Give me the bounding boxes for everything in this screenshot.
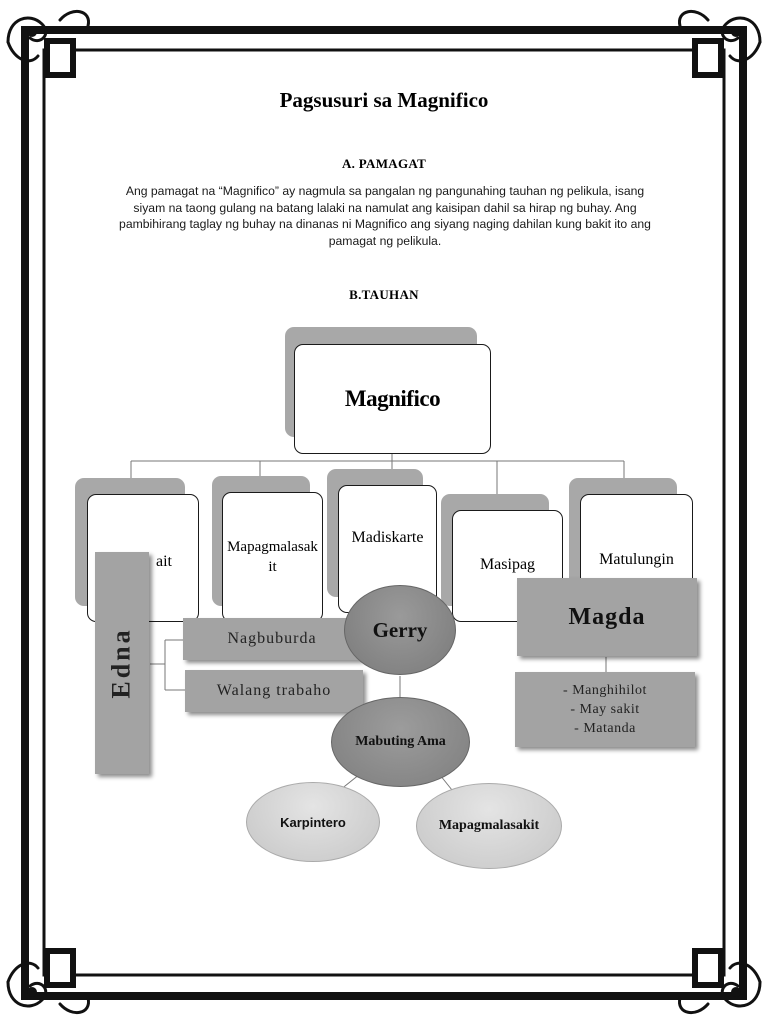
edna-trait-label: Nagbuburda: [227, 630, 317, 647]
magda-traits-box: - Manghihilot - May sakit - Matanda: [515, 672, 695, 747]
magda-trait: - May sakit: [570, 702, 640, 717]
section-a-heading: A. PAMAGAT: [341, 156, 427, 171]
magda-label: Magda: [568, 603, 646, 630]
section-b-heading: B.TAUHAN: [349, 287, 419, 302]
root-node-magnifico: Magnifico: [294, 344, 491, 454]
edna-trait-nagbuburda: Nagbuburda: [183, 618, 361, 660]
trait-node-label: Madiskarte: [351, 529, 424, 546]
section-a-paragraph: Ang pamagat na “Magnifico” ay nagmula sa…: [100, 183, 670, 249]
gerry-role-label: Mabuting Ama: [355, 734, 446, 749]
trait-node-label: ait: [156, 553, 172, 570]
edna-trait-walang-trabaho: Walang trabaho: [185, 670, 363, 712]
page-title: Pagsusuri sa Magnifico: [279, 88, 489, 112]
gerry-child-label: Karpintero: [280, 814, 346, 830]
paragraph-line: siyam na taong gulang na batang lalaki n…: [133, 200, 637, 215]
paragraph-line: pamagat ng pelikula.: [328, 233, 442, 248]
paragraph-line: pambihirang taglay ng buhay na dinanas n…: [119, 217, 651, 231]
paragraph-line: Ang pamagat na “Magnifico” ay nagmula sa…: [125, 184, 645, 198]
edna-label: Edna: [107, 627, 137, 699]
trait-node-label: Matulungin: [599, 551, 674, 568]
edna-box: Edna: [95, 552, 149, 774]
trait-node-label: Mapagmalasak: [227, 539, 318, 555]
root-node-label: Magnifico: [344, 386, 441, 411]
trait-node-label: it: [268, 559, 277, 575]
gerry-child-mapagmalasakit: Mapagmalasakit: [416, 783, 562, 869]
gerry-label: Gerry: [372, 617, 428, 642]
gerry-child-label: Mapagmalasakit: [438, 818, 540, 833]
magda-trait: - Manghihilot: [563, 683, 647, 698]
gerry-node: Gerry: [344, 585, 456, 675]
trait-node-mapagmalasakit: Mapagmalasak it: [222, 492, 323, 622]
edna-trait-label: Walang trabaho: [216, 682, 332, 699]
trait-node-label: Masipag: [479, 556, 536, 573]
gerry-child-karpintero: Karpintero: [246, 782, 380, 862]
gerry-role-node: Mabuting Ama: [331, 697, 470, 787]
magda-box: Magda: [517, 578, 697, 656]
magda-trait: - Matanda: [574, 721, 636, 736]
